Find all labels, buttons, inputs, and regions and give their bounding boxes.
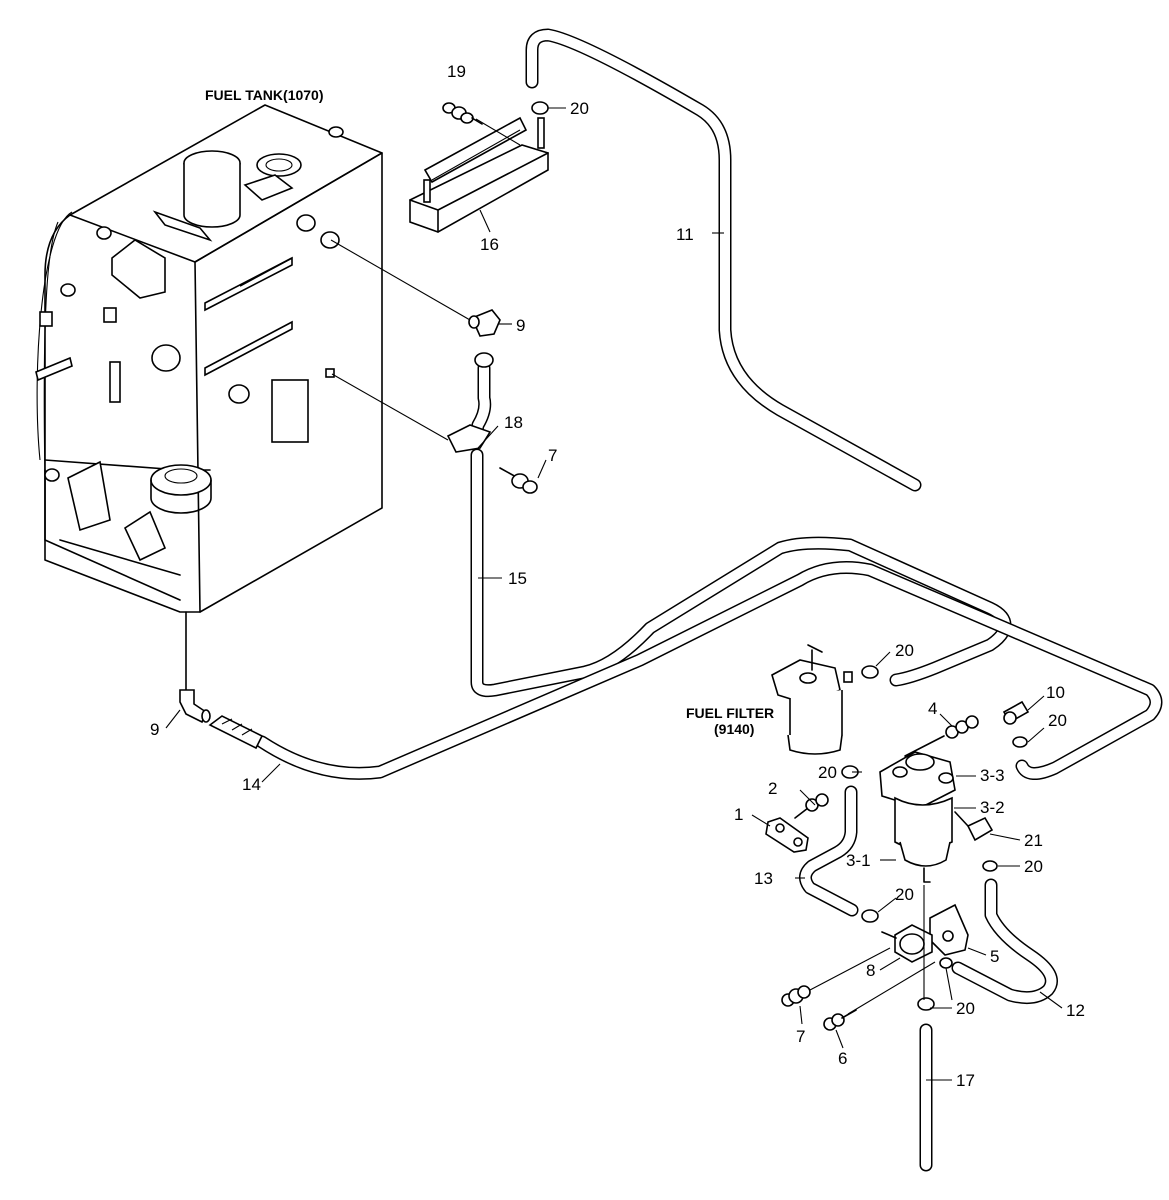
callout-15: 15 bbox=[508, 569, 527, 588]
callout-20-bottom: 20 bbox=[956, 999, 975, 1018]
leader-lines bbox=[165, 107, 1063, 1081]
callout-3-3: 3-3 bbox=[980, 766, 1005, 785]
fitting-10 bbox=[1002, 700, 1030, 725]
hose-13 bbox=[799, 785, 859, 917]
callout-10: 10 bbox=[1046, 683, 1065, 702]
callout-8: 8 bbox=[866, 961, 875, 980]
clamp-20-top bbox=[531, 101, 549, 115]
callout-11: 11 bbox=[676, 225, 694, 244]
fitting-4 bbox=[904, 715, 979, 757]
callout-17: 17 bbox=[956, 1071, 975, 1090]
fuel-filter-9140 bbox=[771, 644, 853, 755]
elbow-fitting-9-upper bbox=[468, 309, 501, 337]
bolt-7-lower bbox=[781, 985, 811, 1007]
filter-element-3-2 bbox=[894, 796, 953, 850]
fuel-tank-title: FUEL TANK(1070) bbox=[205, 87, 324, 103]
callout-20-left-filter: 20 bbox=[818, 763, 837, 782]
callout-9-upper: 9 bbox=[516, 316, 525, 335]
bolt-19 bbox=[442, 102, 483, 125]
clamp-20-right-lower bbox=[982, 860, 998, 872]
clamp-20-bottom bbox=[917, 997, 935, 1011]
callout-3-2: 3-2 bbox=[980, 798, 1005, 817]
hose-15 bbox=[470, 448, 1012, 698]
callout-4: 4 bbox=[928, 699, 937, 718]
elbow-fitting-9-lower bbox=[179, 689, 211, 724]
fuel-cooler-16 bbox=[409, 116, 549, 233]
callout-13: 13 bbox=[754, 869, 773, 888]
filter-head-3-3 bbox=[879, 751, 956, 809]
callout-7-upper: 7 bbox=[548, 446, 557, 465]
callout-14: 14 bbox=[242, 775, 261, 794]
callout-20-right-lower: 20 bbox=[1024, 857, 1043, 876]
callout-1: 1 bbox=[734, 805, 743, 824]
callout-19: 19 bbox=[447, 62, 466, 81]
hose-12 bbox=[951, 878, 1058, 1005]
callout-5: 5 bbox=[990, 947, 999, 966]
clamp-20-hose-13 bbox=[861, 909, 879, 923]
bolt-2 bbox=[794, 793, 829, 819]
clamp-20-upper-filter bbox=[861, 665, 879, 679]
bracket-1 bbox=[765, 817, 809, 853]
callout-18: 18 bbox=[504, 413, 523, 432]
callout-12: 12 bbox=[1066, 1001, 1085, 1020]
callout-21: 21 bbox=[1024, 831, 1043, 850]
callout-20-top: 20 bbox=[570, 99, 589, 118]
hose-11 bbox=[525, 28, 922, 492]
bolt-7-upper bbox=[499, 467, 538, 494]
callout-16: 16 bbox=[480, 235, 499, 254]
hose-18 bbox=[446, 352, 494, 453]
fuel-filter-code: (9140) bbox=[714, 721, 754, 737]
bracket-5 bbox=[929, 903, 969, 956]
bolt-6 bbox=[823, 1009, 857, 1031]
fuel-filter-title: FUEL FILTER bbox=[686, 705, 774, 721]
callout-20-right-upper: 20 bbox=[1048, 711, 1067, 730]
clamp-20-right-upper bbox=[1012, 736, 1028, 748]
fuel-tank bbox=[35, 104, 383, 691]
clamp-20-pump bbox=[939, 957, 953, 969]
filter-bowl-3-1 bbox=[899, 841, 951, 883]
callout-2: 2 bbox=[768, 779, 777, 798]
callout-20-hose-13: 20 bbox=[895, 885, 914, 904]
callout-6: 6 bbox=[838, 1049, 847, 1068]
callout-7-lower: 7 bbox=[796, 1027, 805, 1046]
fitting-21 bbox=[954, 811, 994, 842]
callout-9-lower: 9 bbox=[150, 720, 159, 739]
callout-20-filter-upper: 20 bbox=[895, 641, 914, 660]
callout-3-1: 3-1 bbox=[846, 851, 871, 870]
fuel-pump-8 bbox=[881, 924, 933, 963]
hose-14 bbox=[208, 561, 1163, 780]
